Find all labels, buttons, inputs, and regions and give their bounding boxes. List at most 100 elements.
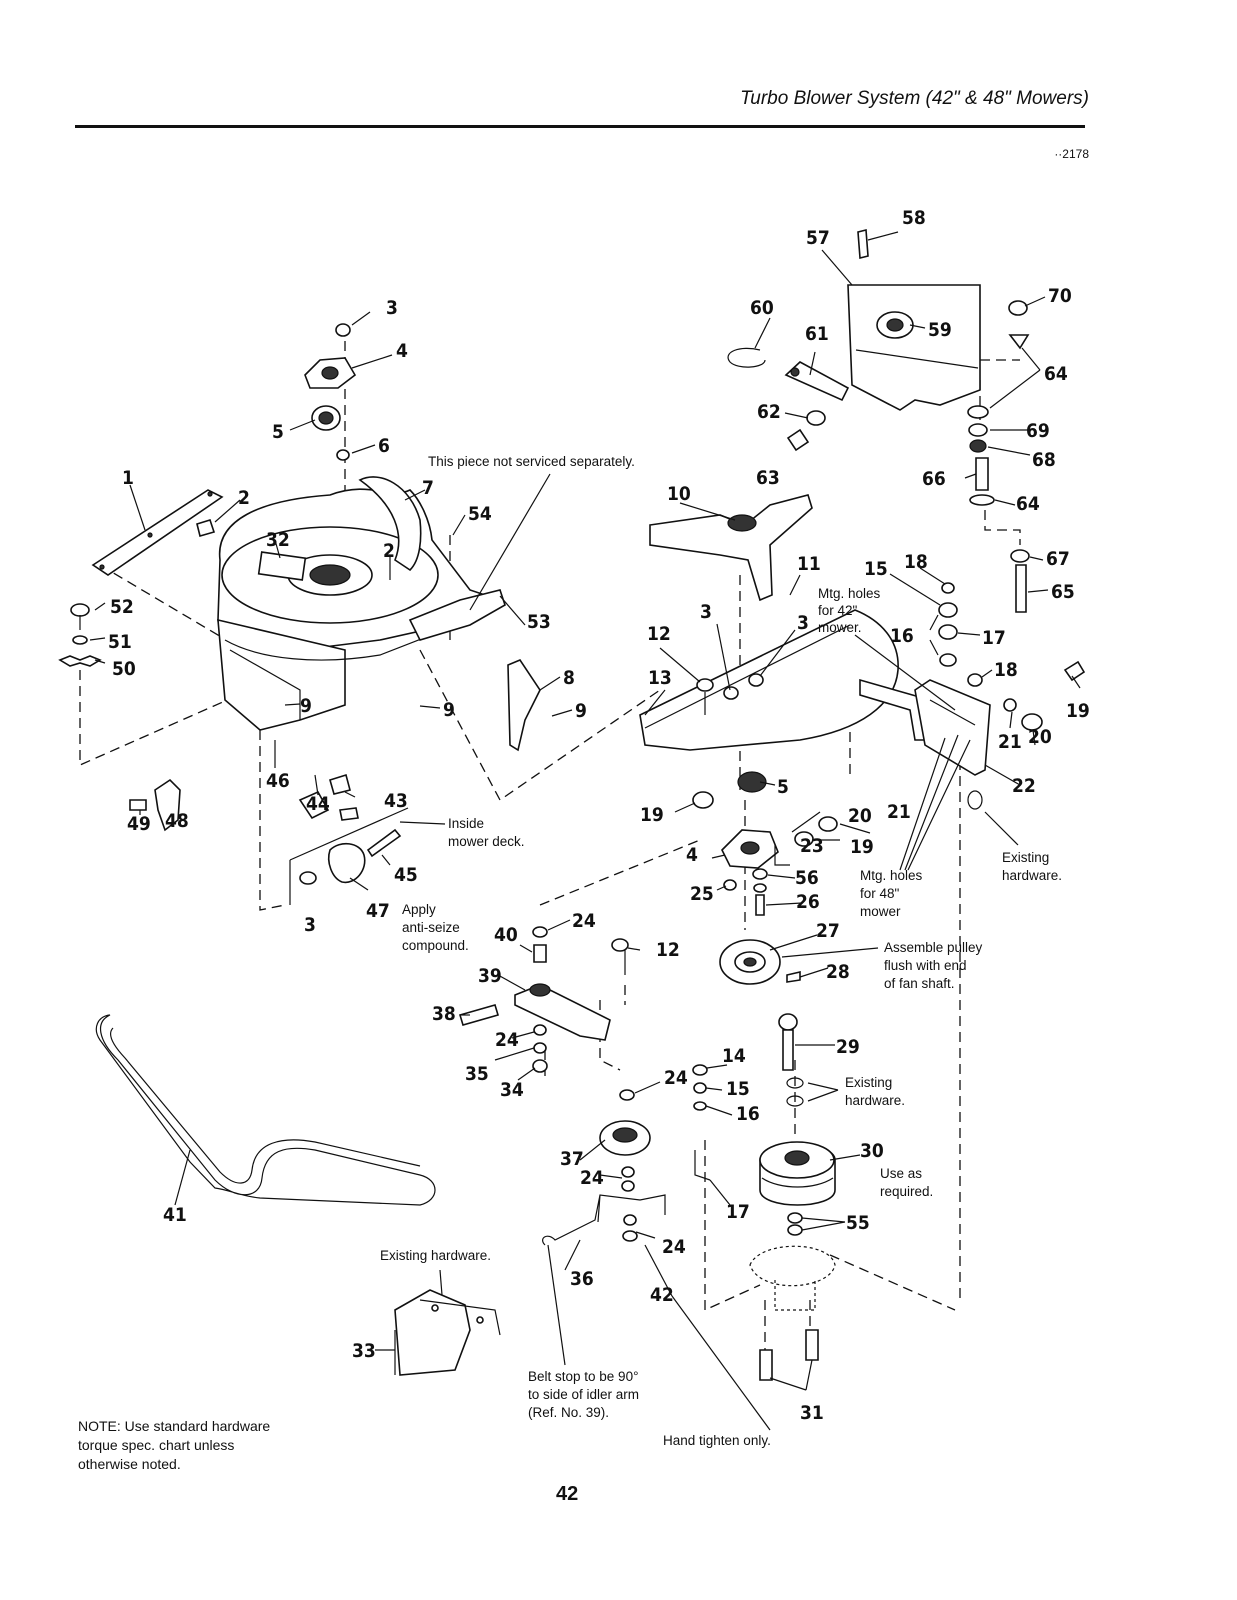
callout-16: 16 bbox=[736, 1103, 760, 1125]
note-hand-tighten: Hand tighten only. bbox=[663, 1433, 771, 1448]
callout-13: 13 bbox=[648, 667, 672, 689]
callout-15: 15 bbox=[864, 558, 888, 580]
callout-3: 3 bbox=[797, 612, 809, 634]
callout-29: 29 bbox=[836, 1036, 860, 1058]
callout-16: 16 bbox=[890, 625, 914, 647]
spindle-pulley-assembly bbox=[749, 1013, 836, 1381]
note-anti-seize-line: compound. bbox=[402, 938, 469, 953]
callout-54: 54 bbox=[468, 503, 492, 525]
callout-23: 23 bbox=[800, 835, 824, 857]
callout-4: 4 bbox=[396, 340, 408, 362]
callout-66: 66 bbox=[922, 468, 946, 490]
callout-24: 24 bbox=[580, 1167, 604, 1189]
callout-9: 9 bbox=[300, 695, 312, 717]
callout-64: 64 bbox=[1044, 363, 1068, 385]
blower-housing bbox=[91, 476, 541, 752]
top-cover-assembly bbox=[727, 228, 1030, 613]
callout-52: 52 bbox=[110, 596, 134, 618]
callout-12: 12 bbox=[656, 939, 680, 961]
callout-64: 64 bbox=[1016, 493, 1040, 515]
callout-68: 68 bbox=[1032, 449, 1056, 471]
callout-25: 25 bbox=[690, 883, 714, 905]
callout-53: 53 bbox=[527, 611, 551, 633]
callout-38: 38 bbox=[432, 1003, 456, 1025]
callout-21: 21 bbox=[887, 801, 911, 823]
callout-6: 6 bbox=[378, 435, 390, 457]
idler-assembly bbox=[459, 926, 711, 1246]
callout-numbers: 1 2 2 3 3 3 3 4 4 5 5 6 7 8 9 9 9 10 11 … bbox=[108, 207, 1090, 1424]
callout-9: 9 bbox=[575, 700, 587, 722]
callout-3: 3 bbox=[386, 297, 398, 319]
callout-55: 55 bbox=[846, 1212, 870, 1234]
note-use-as-required-line: required. bbox=[880, 1184, 933, 1199]
callout-9: 9 bbox=[443, 699, 455, 721]
callout-24: 24 bbox=[664, 1067, 688, 1089]
callout-24: 24 bbox=[662, 1236, 686, 1258]
housing-hardware-stack bbox=[304, 323, 357, 461]
callout-65: 65 bbox=[1051, 581, 1075, 603]
fan-pulley bbox=[719, 939, 801, 985]
callout-62: 62 bbox=[757, 401, 781, 423]
torque-note: NOTE: Use standard hardware torque spec.… bbox=[78, 1417, 338, 1474]
note-mtg-42-line: mower. bbox=[818, 620, 862, 635]
callout-46: 46 bbox=[266, 770, 290, 792]
callout-45: 45 bbox=[394, 864, 418, 886]
note-belt-stop: Belt stop to be 90° bbox=[528, 1369, 638, 1384]
part-1-bracket-bar bbox=[91, 489, 224, 576]
callout-63: 63 bbox=[756, 467, 780, 489]
torque-note-line: NOTE: Use standard hardware bbox=[78, 1418, 271, 1434]
callout-17: 17 bbox=[982, 627, 1006, 649]
callout-59: 59 bbox=[928, 319, 952, 341]
note-inside-deck-line: mower deck. bbox=[448, 834, 525, 849]
callout-27: 27 bbox=[816, 920, 840, 942]
bracket-33 bbox=[394, 1289, 501, 1376]
assembly-dashed-lines bbox=[79, 325, 1021, 1360]
callout-41: 41 bbox=[163, 1204, 187, 1226]
callout-18: 18 bbox=[904, 551, 928, 573]
callout-70: 70 bbox=[1048, 285, 1072, 307]
callout-47: 47 bbox=[366, 900, 390, 922]
callout-1: 1 bbox=[122, 467, 134, 489]
callout-19: 19 bbox=[1066, 700, 1090, 722]
note-existing-hardware-right: Existing bbox=[1002, 850, 1049, 865]
page-title: Turbo Blower System (42" & 48" Mowers) bbox=[740, 88, 1089, 109]
note-use-as-required: Use as bbox=[880, 1166, 922, 1181]
note-mtg-48: Mtg. holes bbox=[860, 868, 923, 883]
callout-21: 21 bbox=[998, 731, 1022, 753]
callout-24: 24 bbox=[495, 1029, 519, 1051]
callout-57: 57 bbox=[806, 227, 830, 249]
callout-15: 15 bbox=[726, 1078, 750, 1100]
callout-19: 19 bbox=[850, 836, 874, 858]
callout-17: 17 bbox=[726, 1201, 750, 1223]
callout-2: 2 bbox=[238, 487, 250, 509]
note-belt-stop-line: (Ref. No. 39). bbox=[528, 1405, 609, 1420]
callout-43: 43 bbox=[384, 790, 408, 812]
callout-5: 5 bbox=[272, 421, 284, 443]
callout-4: 4 bbox=[686, 844, 698, 866]
right-bracket-assembly bbox=[914, 582, 1086, 810]
callout-44: 44 bbox=[306, 793, 330, 815]
note-existing-hardware-right-line: hardware. bbox=[1002, 868, 1062, 883]
callout-22: 22 bbox=[1012, 775, 1036, 797]
callout-35: 35 bbox=[465, 1063, 489, 1085]
callout-39: 39 bbox=[478, 965, 502, 987]
callout-3: 3 bbox=[700, 601, 712, 623]
callout-5: 5 bbox=[777, 776, 789, 798]
callout-34: 34 bbox=[500, 1079, 524, 1101]
torque-note-line: torque spec. chart unless bbox=[78, 1437, 235, 1453]
header-rule bbox=[75, 125, 1085, 128]
callout-37: 37 bbox=[560, 1148, 584, 1170]
drawing-number: ··2178 bbox=[1054, 147, 1089, 161]
note-assemble-pulley: Assemble pulley bbox=[884, 940, 983, 955]
callout-67: 67 bbox=[1046, 548, 1070, 570]
callout-14: 14 bbox=[722, 1045, 746, 1067]
callout-56: 56 bbox=[795, 867, 819, 889]
callout-20: 20 bbox=[848, 805, 872, 827]
callout-10: 10 bbox=[667, 483, 691, 505]
callout-36: 36 bbox=[570, 1268, 594, 1290]
left-hardware bbox=[58, 603, 181, 832]
callout-28: 28 bbox=[826, 961, 850, 983]
note-not-serviced: This piece not serviced separately. bbox=[428, 454, 635, 469]
callout-48: 48 bbox=[165, 810, 189, 832]
